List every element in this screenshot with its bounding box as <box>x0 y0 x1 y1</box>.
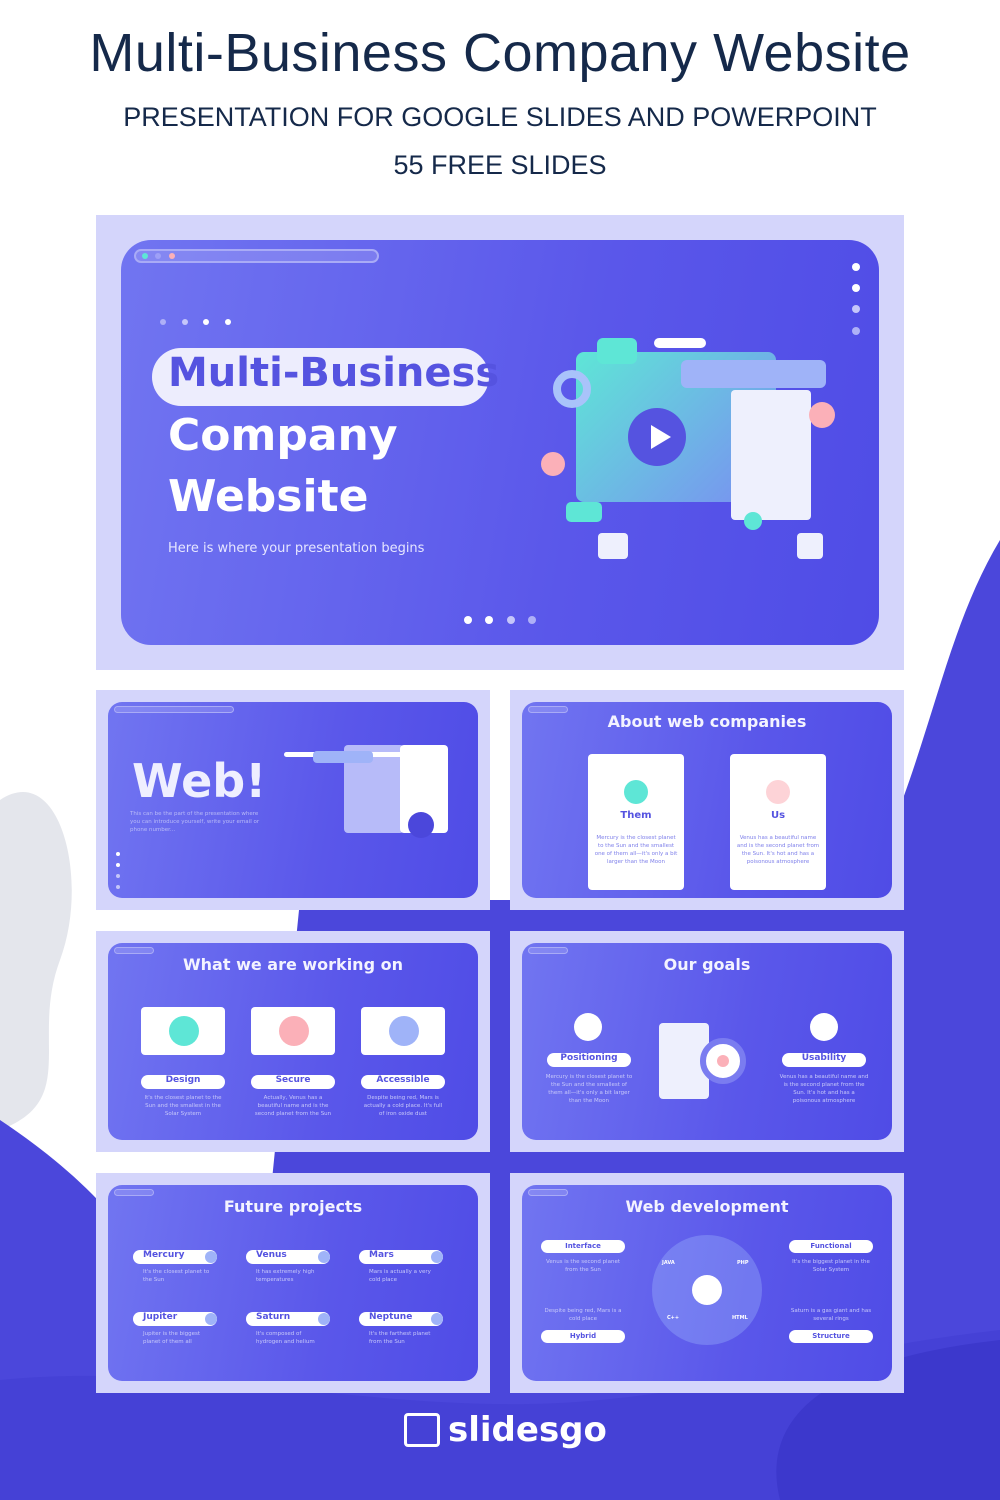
working-title: What we are working on <box>183 955 403 974</box>
future-item-pill: Jupiter <box>133 1312 217 1326</box>
shield-icon <box>279 1016 309 1046</box>
slide-count: 55 FREE SLIDES <box>393 150 607 180</box>
future-item-icon <box>318 1313 330 1325</box>
cover-slide-frame[interactable]: Multi-Business Company Website Here is w… <box>96 215 904 670</box>
cover-title-line2: Company <box>168 410 398 461</box>
gear-icon <box>624 780 648 804</box>
future-item-icon <box>431 1313 443 1325</box>
future-item-pill: Mercury <box>133 1250 217 1264</box>
future-item-icon <box>318 1251 330 1263</box>
goals-title: Our goals <box>663 955 751 974</box>
cover-title-line1: Multi-Business <box>168 350 500 396</box>
working-slide-frame[interactable]: What we are working on Design Secure Acc… <box>96 931 490 1152</box>
future-item-text: Jupiter is the biggest planet of them al… <box>143 1331 201 1345</box>
goals-slide-frame[interactable]: Our goals Positioning Usability Mercury … <box>510 931 904 1152</box>
lightbulb-icon <box>169 1016 199 1046</box>
future-item-text: Mars is actually a very cold place <box>369 1269 431 1283</box>
card-us: Us Venus has a beautiful name and is the… <box>730 754 826 890</box>
future-item-icon <box>205 1251 217 1263</box>
page-title: Multi-Business Company Website <box>89 23 911 83</box>
card-them: Them Mercury is the closest planet to th… <box>588 754 684 890</box>
page-subtitle: PRESENTATION FOR GOOGLE SLIDES AND POWER… <box>123 102 877 132</box>
play-icon <box>651 425 671 449</box>
cover-tagline: Here is where your presentation begins <box>168 541 425 556</box>
slidesgo-logo-icon <box>404 1413 440 1447</box>
cover-title-line3: Website <box>168 471 369 522</box>
future-item-text: It's the closest planet to the Sun <box>143 1269 210 1283</box>
webdev-slide-frame[interactable]: Web development Interface Venus is the s… <box>510 1173 904 1393</box>
future-item-pill: Venus <box>246 1250 330 1264</box>
slidesgo-logo: slidesgo <box>404 1410 607 1450</box>
rocket-icon <box>766 780 790 804</box>
cube-icon <box>692 1275 722 1305</box>
webdev-title: Web development <box>625 1197 789 1216</box>
percent-badge-icon <box>389 1016 419 1046</box>
window-bar <box>134 249 379 263</box>
future-item-text: It has extremely high temperatures <box>256 1269 315 1283</box>
web-slide-frame[interactable]: Web! This can be the part of the present… <box>96 690 490 910</box>
cover-slide: Multi-Business Company Website Here is w… <box>121 240 879 645</box>
web-text: This can be the part of the presentation… <box>130 811 260 833</box>
future-item-pill: Saturn <box>246 1312 330 1326</box>
future-item-text: It's the farthest planet from the Sun <box>369 1331 431 1345</box>
about-slide-frame[interactable]: About web companies Them Mercury is the … <box>510 690 904 910</box>
future-item-icon <box>205 1313 217 1325</box>
future-item-icon <box>431 1251 443 1263</box>
future-item-pill: Neptune <box>359 1312 443 1326</box>
gear-icon <box>408 812 434 838</box>
future-item-pill: Mars <box>359 1250 443 1264</box>
about-title: About web companies <box>607 712 807 731</box>
future-title: Future projects <box>223 1197 363 1216</box>
future-item-text: It's composed of hydrogen and helium <box>256 1331 315 1345</box>
web-title: Web! <box>132 754 267 808</box>
